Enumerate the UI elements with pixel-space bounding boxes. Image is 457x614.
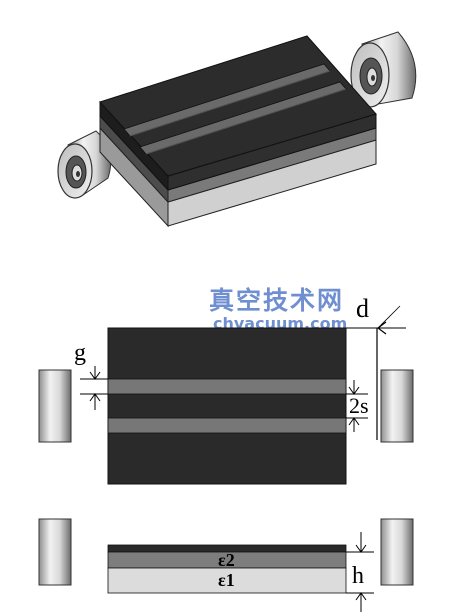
top-view-strip-upper bbox=[107, 378, 347, 395]
label-2s: 2s bbox=[349, 393, 369, 418]
dimension-d: d bbox=[346, 294, 406, 440]
dimension-h: h bbox=[346, 532, 374, 612]
top-view-block bbox=[107, 327, 347, 485]
label-g: g bbox=[74, 340, 86, 366]
top-view: d g 2s bbox=[38, 294, 414, 485]
cross-section: ε2 ε1 h bbox=[38, 518, 414, 612]
top-view-strip-lower bbox=[107, 417, 347, 434]
dimension-g: g bbox=[74, 340, 108, 410]
isometric-view bbox=[57, 31, 417, 228]
watermark-title: 真空技术网 bbox=[209, 286, 344, 315]
label-eps2: ε2 bbox=[218, 550, 235, 570]
dielectric-block-3d bbox=[99, 35, 377, 228]
watermark: 真空技术网 chvacuum.com bbox=[209, 286, 347, 333]
dimension-2s: 2s bbox=[346, 380, 369, 432]
cross-section-cylinder-right bbox=[380, 518, 414, 586]
label-eps1: ε1 bbox=[218, 570, 235, 590]
right-cylinder-3d bbox=[350, 31, 417, 108]
cross-section-cylinder-left bbox=[38, 518, 72, 586]
label-h: h bbox=[352, 563, 364, 589]
layer-eps1 bbox=[107, 567, 347, 594]
top-view-cylinder-left bbox=[38, 369, 72, 443]
top-view-cylinder-right bbox=[380, 369, 414, 443]
label-d: d bbox=[356, 294, 369, 323]
